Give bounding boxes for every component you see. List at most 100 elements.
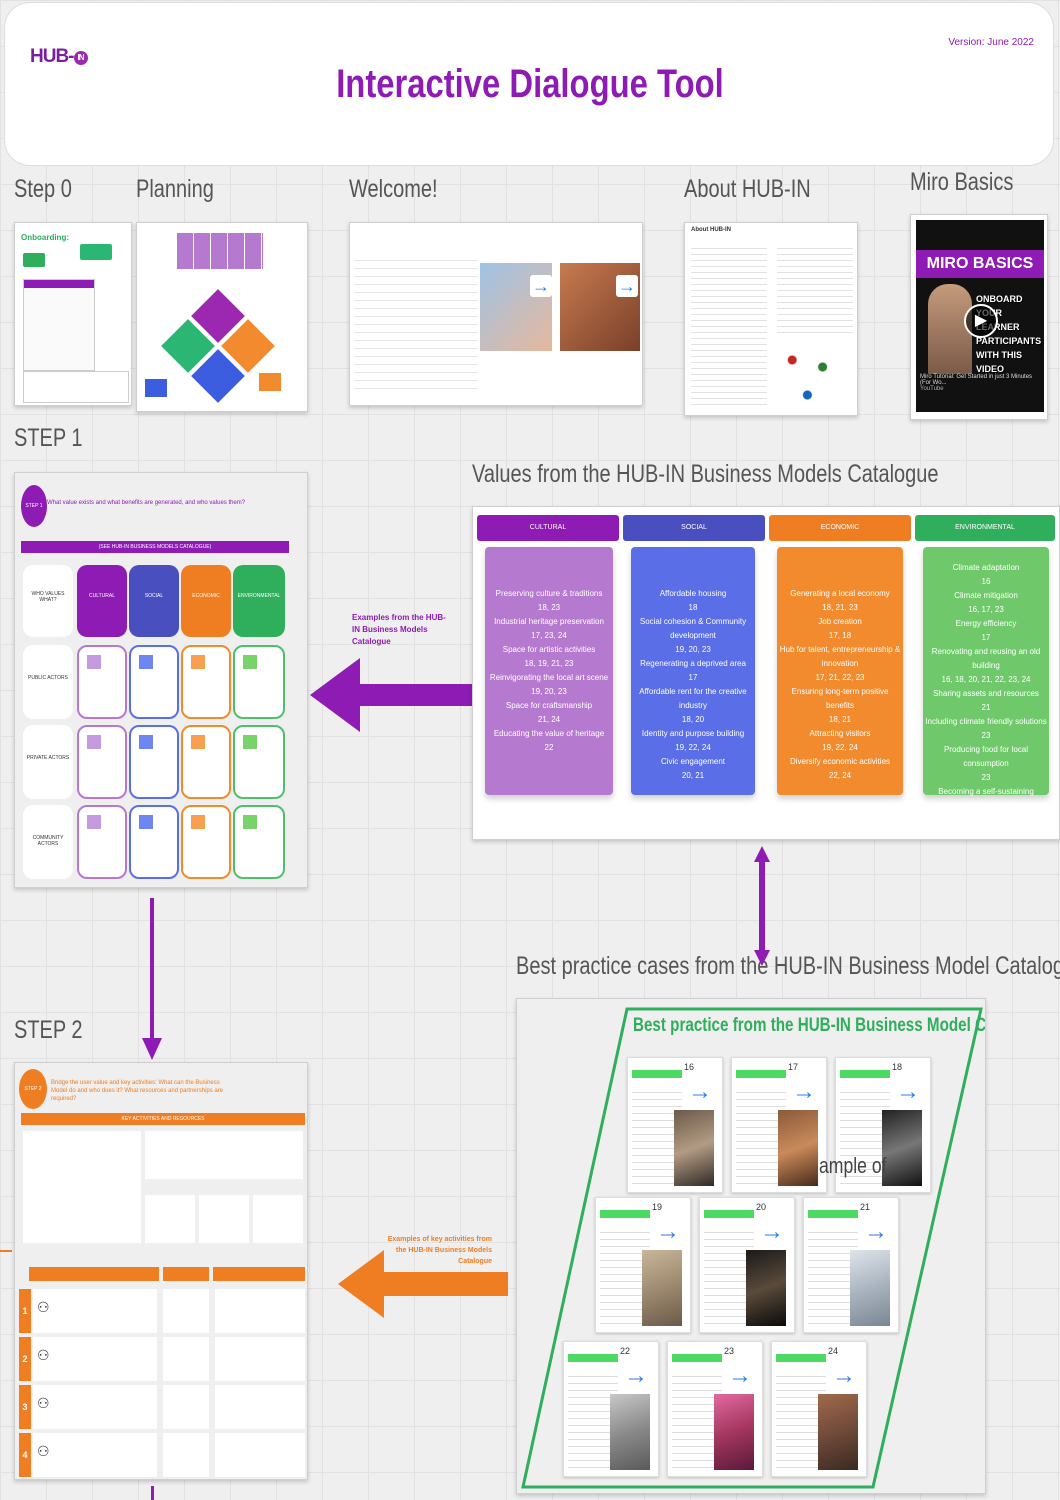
col-header-economic: ECONOMIC [181, 565, 231, 637]
grid-cell[interactable] [233, 805, 285, 879]
step2-row[interactable]: ⚇ [33, 1337, 305, 1381]
grid-cell[interactable] [233, 725, 285, 799]
step2-row[interactable]: ⚇ [33, 1433, 305, 1477]
grid-cell[interactable] [181, 725, 231, 799]
video-thumbnail[interactable]: MIRO BASICS ONBOARD YOURLEARNERPARTICIPA… [916, 220, 1044, 412]
grid-cell[interactable] [77, 645, 127, 719]
section-label-step1: STEP 1 [14, 424, 83, 452]
case-card-21[interactable]: 21→ [803, 1197, 899, 1333]
onboarding-label: Onboarding: [21, 233, 69, 242]
presenter-photo [928, 284, 972, 374]
arrow-right-icon: → [624, 1362, 648, 1389]
col-header-environmental: ENVIRONMENTAL [233, 565, 285, 637]
section-label-step0: Step 0 [14, 175, 72, 203]
arrow-right-icon: → [760, 1218, 784, 1245]
arrow-right-icon: → [896, 1078, 920, 1105]
about-card-title: About HUB-IN [691, 227, 731, 233]
section-label-best-practice: Best practice cases from the HUB-IN Busi… [516, 952, 1060, 980]
step2-notes-left[interactable] [23, 1131, 141, 1243]
onboarding-connector-node [80, 244, 112, 260]
planning-node [259, 373, 281, 391]
pin-icon: IN [73, 51, 88, 65]
section-label-miro: Miro Basics [910, 168, 1014, 196]
people-icon: ⚇ [37, 1347, 50, 1363]
section-label-planning: Planning [136, 175, 214, 203]
partner-logos [777, 339, 853, 409]
row-label-public: PUBLIC ACTORS [23, 645, 73, 719]
case-card-22[interactable]: 22→ [563, 1341, 659, 1477]
step2-notes-right[interactable] [145, 1131, 303, 1179]
grid-cell[interactable] [181, 645, 231, 719]
planning-table [177, 233, 263, 269]
connector-line [0, 1250, 12, 1252]
arrow-left-icon [310, 658, 480, 732]
col-header-social: SOCIAL [129, 565, 179, 637]
video-caption: Miro Tutorial: Get Started in just 3 Min… [920, 374, 1033, 386]
case-card-16[interactable]: 16→ [627, 1057, 723, 1193]
case-card-18[interactable]: 18→ [835, 1057, 931, 1193]
values-header-economic: ECONOMIC [769, 515, 911, 541]
grid-cell[interactable] [129, 805, 179, 879]
grid-cell[interactable] [77, 725, 127, 799]
about-board[interactable]: About HUB-IN [684, 222, 858, 416]
planning-node [145, 379, 167, 397]
step2-board[interactable]: STEP 2 Bridge the user value and key act… [14, 1062, 308, 1480]
who-values-cell: WHO VALUES WHAT? [23, 565, 73, 637]
onboarding-node [23, 253, 45, 267]
welcome-board[interactable]: → → [349, 222, 643, 406]
step2-question: Bridge the user value and key activities… [51, 1080, 224, 1102]
values-header-social: SOCIAL [623, 515, 765, 541]
best-practice-board[interactable]: Best practice from the HUB-IN Business M… [516, 998, 986, 1494]
grid-cell[interactable] [129, 645, 179, 719]
arrow-right-icon: → [832, 1362, 856, 1389]
case-card-23[interactable]: 23→ [667, 1341, 763, 1477]
double-arrow-icon [754, 846, 770, 966]
arrow-right-icon: → [864, 1218, 888, 1245]
arrow-right-icon: → [656, 1218, 680, 1245]
onboarding-board[interactable]: Onboarding: [14, 222, 132, 406]
play-icon[interactable]: ▶ [964, 304, 998, 338]
values-header-environmental: ENVIRONMENTAL [915, 515, 1055, 541]
miro-video-card[interactable]: MIRO BASICS ONBOARD YOURLEARNERPARTICIPA… [910, 214, 1048, 420]
values-header-cultural: CULTURAL [477, 515, 619, 541]
row-label-private: PRIVATE ACTORS [23, 725, 73, 799]
connector-line [151, 1486, 154, 1500]
people-icon: ⚇ [37, 1299, 50, 1315]
planning-board[interactable] [136, 222, 308, 412]
best-practice-heading: Best practice from the HUB-IN Business M… [633, 1015, 986, 1036]
version-label: Version: June 2022 [948, 37, 1034, 48]
about-text-right [777, 243, 853, 333]
people-icon: ⚇ [37, 1395, 50, 1411]
case-card-20[interactable]: 20→ [699, 1197, 795, 1333]
step2-bar: KEY ACTIVITIES AND RESOURCES [21, 1113, 305, 1125]
step2-resource-boxes[interactable] [145, 1195, 303, 1243]
case-card-24[interactable]: 24→ [771, 1341, 867, 1477]
welcome-text [354, 253, 478, 393]
hub-in-logo: HUB-IN [30, 46, 88, 68]
grid-cell[interactable] [181, 805, 231, 879]
row-number: 3 [19, 1385, 31, 1429]
onboarding-strip [23, 371, 129, 403]
arrow-left-orange-icon [338, 1250, 508, 1318]
case-card-19[interactable]: 19→ [595, 1197, 691, 1333]
onboarding-frame [23, 279, 95, 371]
grid-cell[interactable] [129, 725, 179, 799]
col-header-cultural: CULTURAL [77, 565, 127, 637]
section-label-about: About HUB-IN [684, 175, 811, 203]
grid-cell[interactable] [233, 645, 285, 719]
grid-cell[interactable] [77, 805, 127, 879]
examples-label-2: Examples of key activities from the HUB-… [387, 1236, 492, 1265]
values-board[interactable]: CULTURAL SOCIAL ECONOMIC ENVIRONMENTAL P… [472, 506, 1060, 840]
section-label-values: Values from the HUB-IN Business Models C… [472, 460, 939, 488]
step1-board[interactable]: STEP 1 What value exists and what benefi… [14, 472, 308, 888]
step2-row[interactable]: ⚇ [33, 1289, 305, 1333]
step2-row[interactable]: ⚇ [33, 1385, 305, 1429]
people-icon: ⚇ [37, 1443, 50, 1459]
case-card-17[interactable]: 17→ [731, 1057, 827, 1193]
video-banner: MIRO BASICS [916, 250, 1044, 278]
section-label-step2: STEP 2 [14, 1016, 83, 1044]
